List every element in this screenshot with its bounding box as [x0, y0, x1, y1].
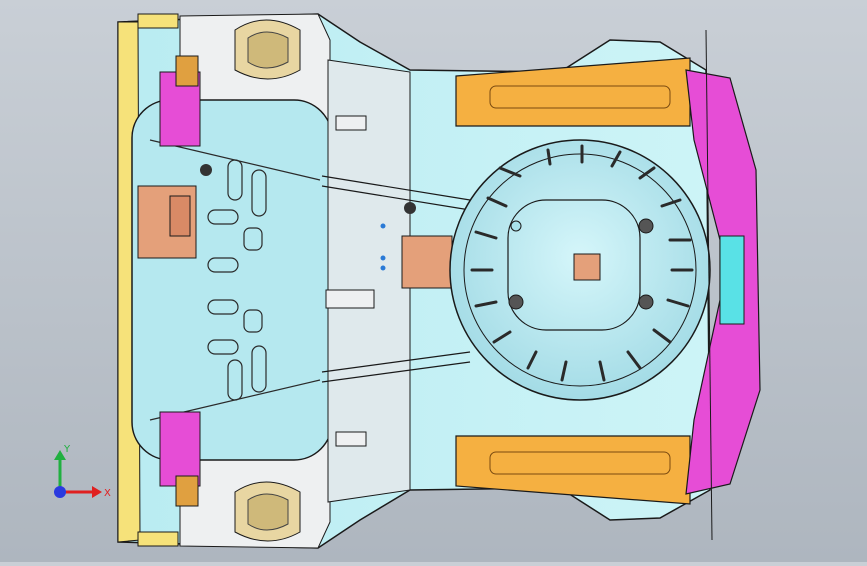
rear-rail-upper — [455, 57, 691, 127]
front-top-strip — [137, 13, 179, 29]
coordinate-triad: Y X — [54, 444, 111, 499]
front-bracket-lower — [159, 411, 201, 487]
center-tunnel — [327, 59, 411, 503]
front-mount-upper — [175, 55, 199, 87]
front-bottom-strip — [137, 531, 179, 547]
rail-ribs — [489, 85, 671, 475]
tunnel-slots — [325, 115, 375, 447]
spare-well-holes — [508, 218, 654, 310]
center-bracket — [401, 235, 453, 289]
y-axis-label: Y — [63, 444, 71, 455]
spare-well-ribs — [470, 144, 694, 382]
spare-wheel-clamp — [573, 253, 601, 281]
spare-wheel-center — [507, 199, 641, 331]
spare-wheel-well-inner — [463, 153, 697, 387]
rear-rail-lower — [455, 435, 691, 505]
y-axis-arrow — [54, 450, 66, 460]
rear-center-clip — [719, 235, 745, 325]
front-floor-well — [131, 99, 333, 461]
cross-tubes — [321, 175, 471, 383]
dome-upper — [234, 19, 301, 80]
front-bracket-tab — [169, 195, 191, 237]
x-axis-arrow — [92, 486, 102, 498]
dome-lower — [234, 481, 301, 542]
z-axis-dot — [54, 486, 66, 498]
rear-edge-line — [705, 29, 713, 541]
front-mount-lower — [175, 475, 199, 507]
mount-holes — [200, 164, 416, 271]
x-axis-label: X — [104, 488, 111, 499]
